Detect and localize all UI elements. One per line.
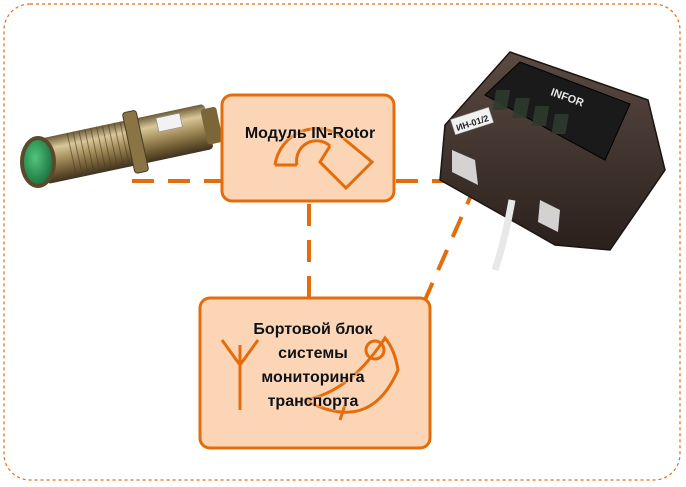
antenna-icon <box>220 339 260 410</box>
onboard-unit-label: Бортовой блок системы мониторинга трансп… <box>230 318 396 414</box>
satellite-dish-icon <box>300 335 400 421</box>
inductive-sensor <box>20 104 223 188</box>
onboard-unit-box <box>198 296 432 450</box>
onboard-unit-label-line-3: мониторинга <box>261 369 365 386</box>
rotation-arrow-icon <box>273 127 375 191</box>
onboard-unit-label-line-2: системы <box>278 345 348 362</box>
rotor-module-box <box>220 93 396 203</box>
indicator-device: INFOR ИН-01/2 <box>439 51 666 272</box>
outer-frame <box>3 3 681 481</box>
onboard-unit-label-line-4: транспорта <box>267 393 359 410</box>
indicator-to-board-line <box>423 183 478 301</box>
onboard-unit-label-line-1: Бортовой блок <box>253 321 373 338</box>
rotor-module-label: Модуль IN-Rotor <box>244 125 376 142</box>
connectors <box>132 179 480 301</box>
